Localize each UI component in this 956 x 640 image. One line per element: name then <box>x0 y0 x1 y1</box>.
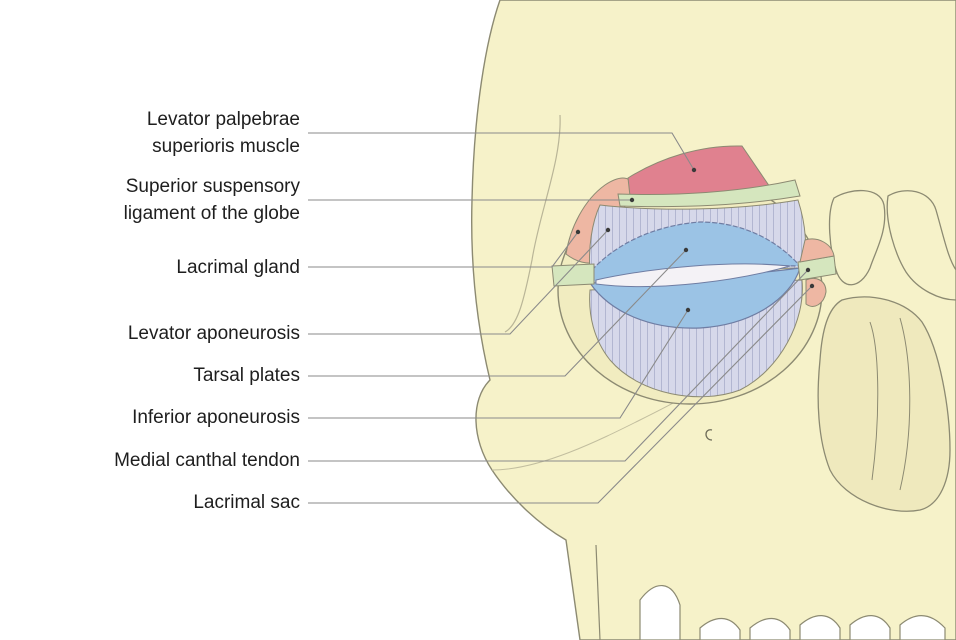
label-superior-ligament-line1: Superior suspensory <box>124 173 300 200</box>
label-levator-aponeurosis: Levator aponeurosis <box>128 320 300 347</box>
label-levator-palpebrae: Levator palpebrae superioris muscle <box>147 106 300 160</box>
label-lacrimal-gland: Lacrimal gland <box>176 254 300 281</box>
label-inferior-aponeurosis: Inferior aponeurosis <box>132 404 300 431</box>
label-medial-canthal-tendon: Medial canthal tendon <box>114 447 300 474</box>
label-superior-ligament-line2: ligament of the globe <box>124 200 300 227</box>
label-levator-palpebrae-line1: Levator palpebrae <box>147 106 300 133</box>
label-tarsal-plates: Tarsal plates <box>193 362 300 389</box>
label-levator-palpebrae-line2: superioris muscle <box>147 133 300 160</box>
label-superior-ligament: Superior suspensory ligament of the glob… <box>124 173 300 227</box>
label-lacrimal-sac: Lacrimal sac <box>193 489 300 516</box>
